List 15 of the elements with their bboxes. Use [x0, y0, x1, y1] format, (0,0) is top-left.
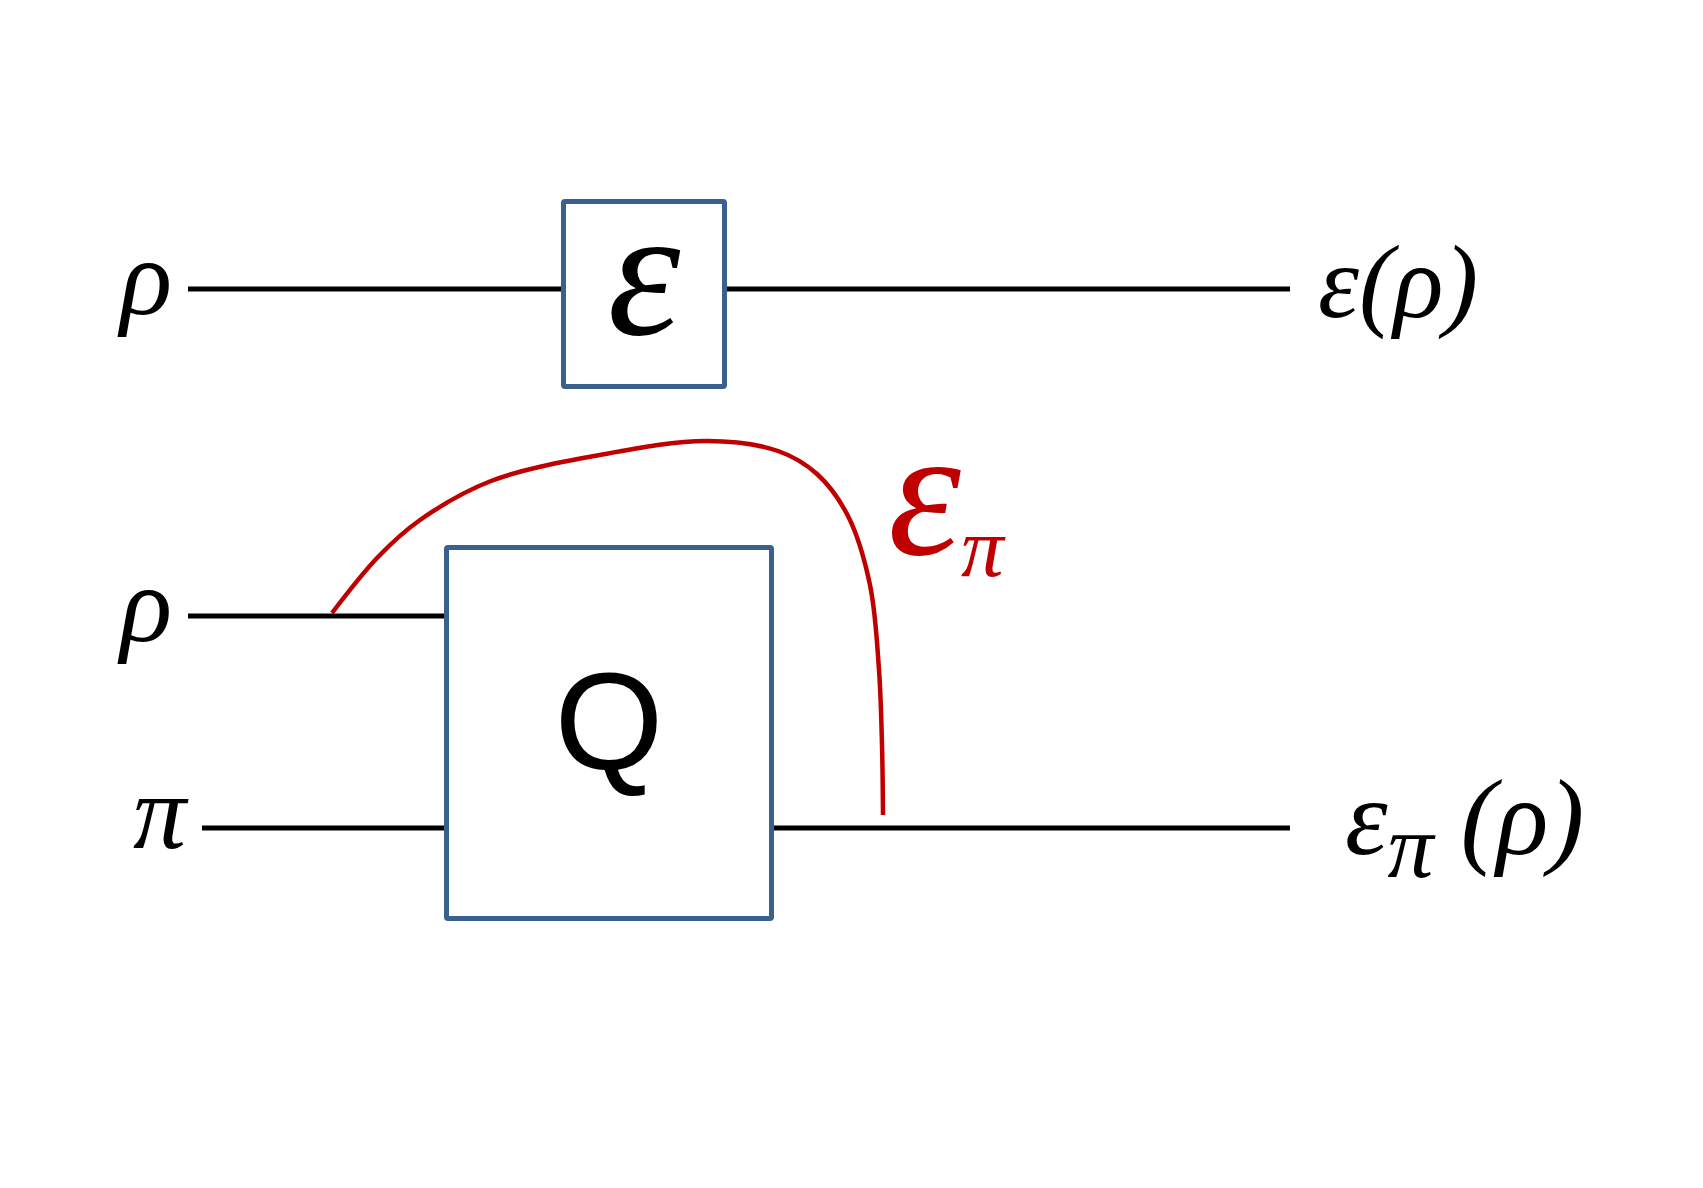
input-state-label: π: [118, 798, 202, 853]
wire: [774, 825, 1290, 831]
gate-box: [444, 545, 774, 921]
output-state-label: ε$_{π}$ (ρ): [1290, 778, 1680, 883]
wire: [727, 286, 1290, 292]
output-state-label: ε(ρ): [1290, 243, 1540, 342]
channel-gate-box: [561, 199, 727, 389]
channel-label: ε$_{π}$: [888, 467, 1004, 581]
wire: [188, 286, 561, 292]
gate-symbol: ε: [607, 247, 681, 341]
input-state-label: ρ: [108, 263, 188, 341]
input-state-label: ρ: [108, 590, 188, 668]
gate-symbol: Q: [554, 665, 664, 801]
wire: [188, 613, 444, 619]
wire: [202, 825, 444, 831]
